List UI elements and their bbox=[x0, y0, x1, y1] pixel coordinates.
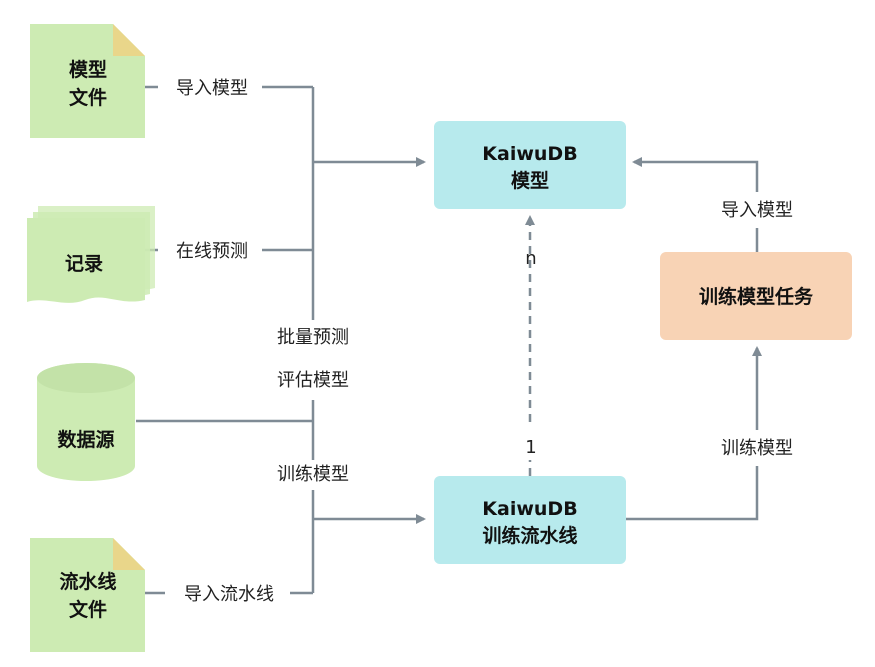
node-pipeline-file-line2: 文件 bbox=[69, 598, 107, 621]
node-pipeline-file[interactable]: 流水线 文件 bbox=[30, 538, 145, 652]
node-kaiwudb-model[interactable]: KaiwuDB 模型 bbox=[434, 121, 626, 209]
node-record[interactable]: 记录 bbox=[27, 206, 155, 303]
node-model-file-line2: 文件 bbox=[69, 86, 107, 109]
node-kaiwudb-model-line2: 模型 bbox=[511, 169, 549, 192]
edge-label-import-model-right: 导入模型 bbox=[721, 200, 793, 221]
multiplicity-1: 1 bbox=[525, 437, 536, 458]
node-data-source[interactable]: 数据源 bbox=[37, 363, 135, 481]
edge-pipeline-to-train-task bbox=[626, 466, 759, 521]
node-model-file-line1: 模型 bbox=[69, 58, 107, 81]
edge-label-import-pipeline: 导入流水线 bbox=[184, 584, 274, 605]
edge-label-train-model-left: 训练模型 bbox=[277, 464, 349, 485]
edge-label-evaluate-model: 评估模型 bbox=[277, 370, 349, 391]
node-model-file[interactable]: 模型 文件 bbox=[30, 24, 145, 138]
multiplicity-n: n bbox=[525, 248, 536, 269]
node-train-task[interactable]: 训练模型任务 bbox=[660, 252, 852, 340]
node-kaiwudb-pipeline[interactable]: KaiwuDB 训练流水线 bbox=[434, 476, 626, 564]
node-kaiwudb-pipeline-line1: KaiwuDB bbox=[482, 498, 577, 520]
edge-label-import-model-left: 导入模型 bbox=[176, 78, 248, 99]
node-kaiwudb-pipeline-line2: 训练流水线 bbox=[482, 524, 577, 547]
node-data-source-label: 数据源 bbox=[57, 428, 114, 451]
edge-label-online-predict: 在线预测 bbox=[176, 241, 248, 262]
edge-label-batch-predict: 批量预测 bbox=[277, 327, 349, 348]
edge-label-train-model-right: 训练模型 bbox=[721, 438, 793, 459]
node-kaiwudb-model-line1: KaiwuDB bbox=[482, 143, 577, 165]
node-record-label: 记录 bbox=[65, 253, 103, 275]
edge-train-task-to-model bbox=[632, 157, 759, 192]
node-pipeline-file-line1: 流水线 bbox=[59, 570, 116, 593]
node-train-task-label: 训练模型任务 bbox=[699, 285, 814, 308]
